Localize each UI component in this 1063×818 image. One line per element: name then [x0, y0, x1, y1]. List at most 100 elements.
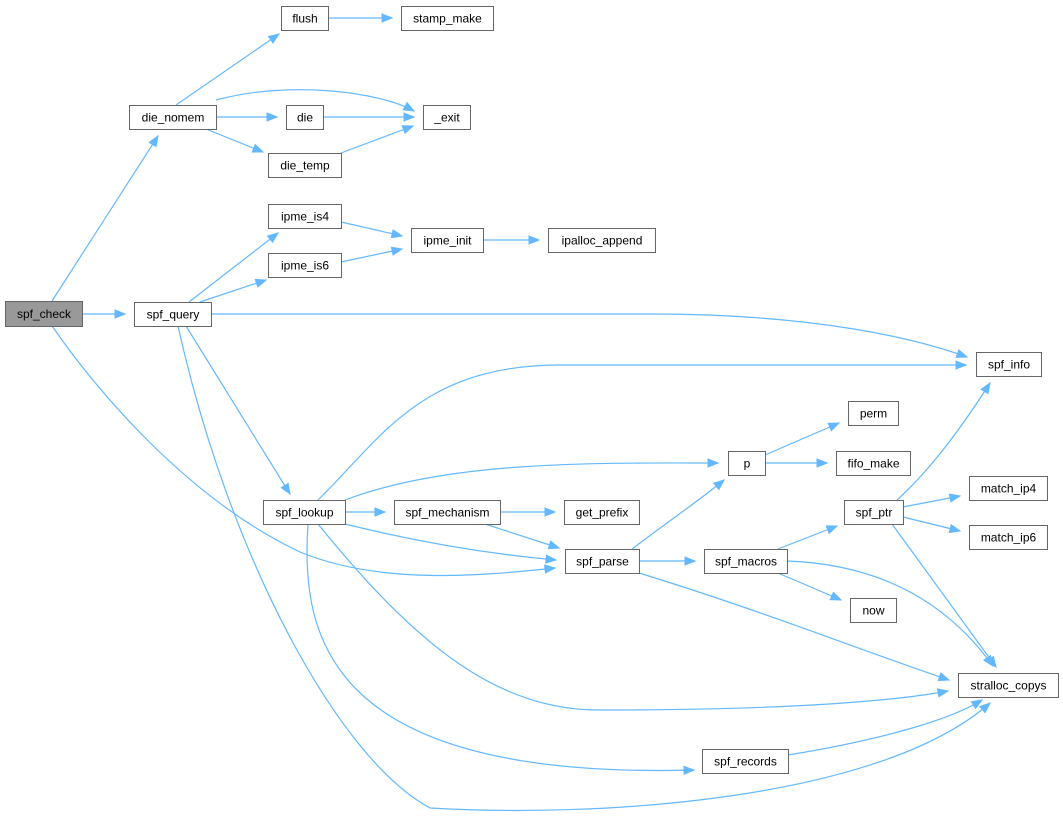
edge-line — [787, 699, 983, 756]
node-box[interactable] — [268, 153, 342, 178]
node-box[interactable] — [702, 749, 789, 774]
edge-p-to-fifo_make — [765, 458, 829, 468]
arrowhead-icon — [970, 699, 984, 710]
node-stralloc-copys[interactable]: stralloc_copys — [958, 673, 1059, 698]
node-label: now — [862, 604, 884, 618]
node-ipme-is6[interactable]: ipme_is6 — [268, 253, 342, 278]
node-spf-info[interactable]: spf_info — [976, 352, 1042, 377]
node-box[interactable] — [281, 6, 329, 31]
node-perm[interactable]: perm — [848, 401, 899, 426]
node-fifo-make[interactable]: fifo_make — [836, 451, 911, 476]
edge-line — [631, 479, 725, 550]
node-box[interactable] — [969, 525, 1048, 550]
edge-spf_macros-to-spf_ptr — [777, 525, 839, 550]
node-box[interactable] — [836, 451, 911, 476]
node-box[interactable] — [565, 549, 640, 574]
arrowhead-icon — [254, 278, 268, 288]
edge-ipme_init-to-ipalloc_append — [483, 235, 541, 245]
node-exit[interactable]: _exit — [423, 105, 471, 130]
arrowhead-icon — [403, 112, 416, 122]
node-label: stamp_make — [413, 12, 482, 26]
node-box[interactable] — [394, 500, 501, 525]
edge-line — [306, 523, 695, 772]
node-box[interactable] — [5, 301, 83, 327]
node-label: spf_check — [17, 307, 72, 321]
node-label: spf_ptr — [856, 506, 893, 520]
arrowhead-icon — [545, 554, 558, 564]
edge-line — [177, 325, 991, 812]
node-flush[interactable]: flush — [281, 6, 329, 31]
edge-spf_mechanism-to-get_prefix — [500, 507, 557, 517]
node-stamp-make[interactable]: stamp_make — [401, 6, 494, 31]
node-die-nomem[interactable]: die_nomem — [129, 105, 217, 130]
node-spf-records[interactable]: spf_records — [702, 749, 789, 774]
arrowhead-icon — [937, 672, 951, 682]
node-match-ip6[interactable]: match_ip6 — [969, 525, 1048, 550]
node-match-ip4[interactable]: match_ip4 — [969, 476, 1048, 501]
edges-layer — [51, 13, 997, 812]
node-box[interactable] — [268, 253, 342, 278]
node-box[interactable] — [704, 549, 788, 574]
node-label: die — [297, 111, 313, 125]
node-box[interactable] — [844, 500, 904, 525]
node-box[interactable] — [850, 598, 897, 623]
node-box[interactable] — [286, 105, 324, 130]
edge-ipme_is6-to-ipme_init — [340, 246, 404, 263]
node-spf-macros[interactable]: spf_macros — [704, 549, 788, 574]
arrowhead-icon — [683, 765, 696, 776]
node-box[interactable] — [969, 476, 1048, 501]
node-box[interactable] — [976, 352, 1042, 377]
node-ipme-init[interactable]: ipme_init — [411, 228, 484, 253]
node-spf-mechanism[interactable]: spf_mechanism — [394, 500, 501, 525]
edge-spf_lookup-to-spf_mechanism — [345, 507, 387, 517]
node-box[interactable] — [411, 228, 484, 253]
node-now[interactable]: now — [850, 598, 897, 623]
edge-line — [764, 422, 840, 456]
node-die[interactable]: die — [286, 105, 324, 130]
edge-line — [51, 135, 159, 302]
node-box[interactable] — [129, 105, 217, 130]
node-p[interactable]: p — [728, 451, 766, 476]
node-die-temp[interactable]: die_temp — [268, 153, 342, 178]
edge-spf_query-to-ipme_is6 — [199, 278, 268, 303]
edge-spf_records-to-stralloc_copys — [787, 699, 984, 756]
node-box[interactable] — [401, 6, 494, 31]
node-label: spf_query — [147, 308, 200, 322]
node-box[interactable] — [848, 401, 899, 426]
edge-line — [777, 525, 838, 550]
arrowhead-icon — [816, 458, 829, 468]
node-ipalloc-append[interactable]: ipalloc_append — [548, 228, 656, 253]
node-box[interactable] — [958, 673, 1059, 698]
node-spf-check[interactable]: spf_check — [5, 301, 83, 327]
arrowhead-icon — [374, 507, 387, 517]
node-spf-ptr[interactable]: spf_ptr — [844, 500, 904, 525]
edge-spf_parse-to-stralloc_copys — [638, 572, 951, 682]
node-box[interactable] — [263, 500, 346, 525]
edge-line — [185, 325, 291, 495]
edge-line — [344, 462, 719, 501]
node-label: _exit — [433, 111, 460, 125]
node-spf-lookup[interactable]: spf_lookup — [263, 500, 346, 525]
edge-ipme_is4-to-ipme_init — [340, 221, 404, 239]
node-label: match_ip6 — [981, 531, 1037, 545]
node-label: perm — [860, 407, 887, 421]
node-box[interactable] — [548, 228, 656, 253]
edge-spf_lookup-to-spf_info — [317, 360, 968, 501]
arrowhead-icon — [390, 229, 404, 239]
node-box[interactable] — [728, 451, 766, 476]
node-spf-parse[interactable]: spf_parse — [565, 549, 640, 574]
node-box[interactable] — [564, 500, 640, 525]
node-ipme-is4[interactable]: ipme_is4 — [268, 204, 342, 229]
node-box[interactable] — [134, 302, 212, 327]
edge-spf_lookup-to-stralloc_copys — [317, 523, 950, 711]
node-box[interactable] — [268, 204, 342, 229]
node-get-prefix[interactable]: get_prefix — [564, 500, 640, 525]
node-label: fifo_make — [847, 457, 899, 471]
node-label: stralloc_copys — [970, 679, 1046, 693]
edge-die_nomem-to-flush — [175, 33, 281, 106]
node-label: die_temp — [280, 159, 330, 173]
node-label: ipme_is6 — [281, 259, 329, 273]
node-spf-query[interactable]: spf_query — [134, 302, 212, 327]
node-box[interactable] — [423, 105, 471, 130]
